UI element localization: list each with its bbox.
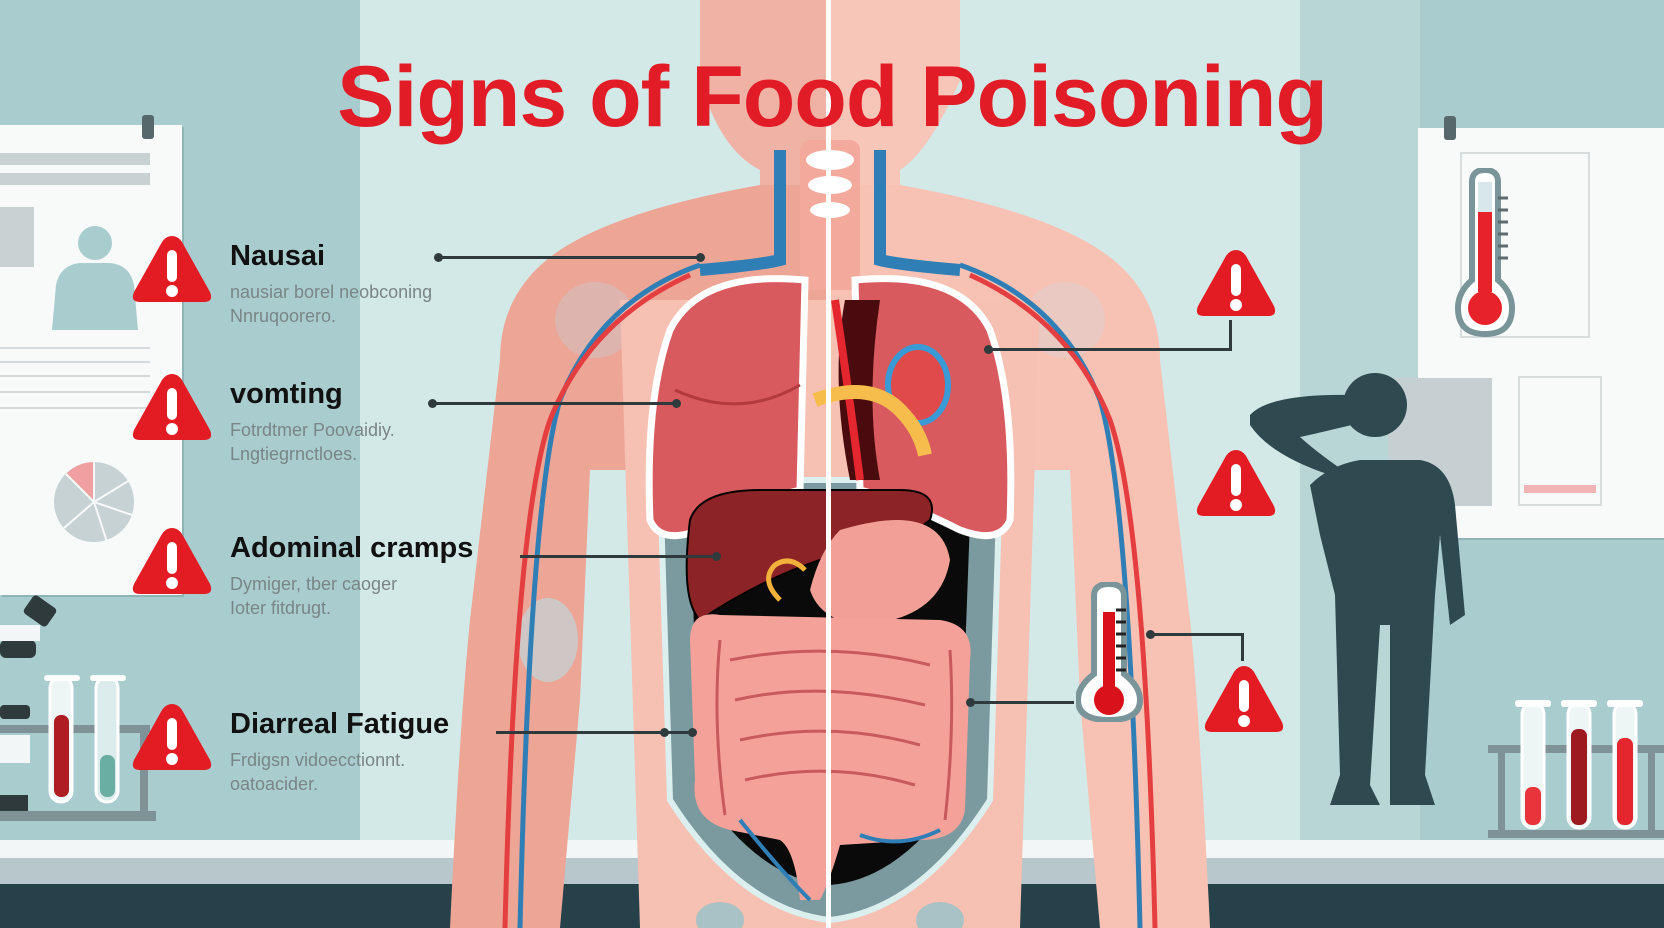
symptom-name: Adominal cramps [230,532,474,564]
description-line: Frdigsn vidoecctionnt. [230,750,406,770]
symptom-name: Diarreal Fatigue [230,708,450,740]
poster-pin [142,115,154,139]
poster-line [0,391,150,393]
leader-dot [966,698,975,707]
leader-line-right-3-vertical [1241,633,1244,661]
leader-line-right-1-vertical [1229,320,1232,350]
person-holding-head-silhouette [1250,373,1465,805]
poster-table [1518,376,1602,506]
left-medical-poster [0,125,182,595]
leader-line-vomiting [432,402,676,405]
patient-figure-icon [52,226,138,330]
warning-triangle-icon [132,528,212,594]
poster-pin [1444,116,1456,140]
poster-text-block [1460,152,1590,338]
leader-line-right-3 [1150,633,1244,636]
thermometer-icon [1454,168,1516,338]
description-line: Nnruqoorero. [230,306,337,326]
symptom-name: Nausai [230,240,326,272]
leader-line-right-2 [970,701,1074,704]
leader-dot [688,728,697,737]
poster-bar [0,153,150,165]
blood-test-tubes [1488,700,1664,838]
poster-red-bar [1524,485,1596,493]
symptom-diarrhea-fatigue: Diarreal Fatigue Frdigsn vidoecctionnt. … [130,700,510,810]
leader-dot [428,399,437,408]
poster-line [0,407,150,409]
leader-line-right-1 [988,348,1232,351]
symptom-description: nausiar borel neobconing Nnruqoorero. [230,280,432,328]
leader-dot [672,399,681,408]
symptom-description: Frdigsn vidoecctionnt. oatoacider. [230,748,405,796]
leader-dot [434,253,443,262]
symptom-nausea: Nausai nausiar borel neobconing Nnruqoor… [130,232,510,342]
center-divider [826,0,831,928]
description-line: Dymiger, tber caoger [230,574,398,594]
leader-dot [984,345,993,354]
leader-dot [1146,630,1155,639]
leader-dot [712,552,721,561]
warning-triangle-icon [1204,666,1284,732]
pie-chart-icon [54,462,134,543]
poster-line [0,361,150,363]
leader-line-cramps [520,555,718,558]
warning-triangle-icon [1196,250,1276,316]
poster-line [0,347,150,349]
right-medical-poster [1388,128,1664,538]
description-line: Ioter fitdrugt. [230,598,332,618]
leader-line-diarrhea [496,731,692,734]
fever-thermometer-icon [1076,582,1144,722]
warning-triangle-icon [132,374,212,440]
description-line: Lngtiegrnctloes. [230,444,358,464]
symptom-abdominal-cramps: Adominal cramps Dymiger, tber caoger Iot… [130,524,510,634]
description-line: oatoacider. [230,774,319,794]
microscope-and-test-tubes [0,595,156,821]
symptom-name: vomting [230,378,343,410]
poster-line [0,375,150,377]
warning-triangle-icon [1196,450,1276,516]
symptom-vomiting: vomting Fotrdtmer Poovaidiy. Lngtiegrnct… [130,370,510,480]
page-title: Signs of Food Poisoning [337,49,1328,145]
leader-dot [696,253,705,262]
poster-block [0,207,34,267]
warning-triangle-icon [132,704,212,770]
leader-line-nausea [438,256,700,259]
leader-dot [660,728,669,737]
poster-bar [0,173,150,185]
description-line: nausiar borel neobconing [230,282,433,302]
warning-triangle-icon [132,236,212,302]
description-line: Fotrdtmer Poovaidiy. [230,420,395,440]
symptom-description: Dymiger, tber caoger Ioter fitdrugt. [230,572,397,620]
symptom-description: Fotrdtmer Poovaidiy. Lngtiegrnctloes. [230,418,395,466]
